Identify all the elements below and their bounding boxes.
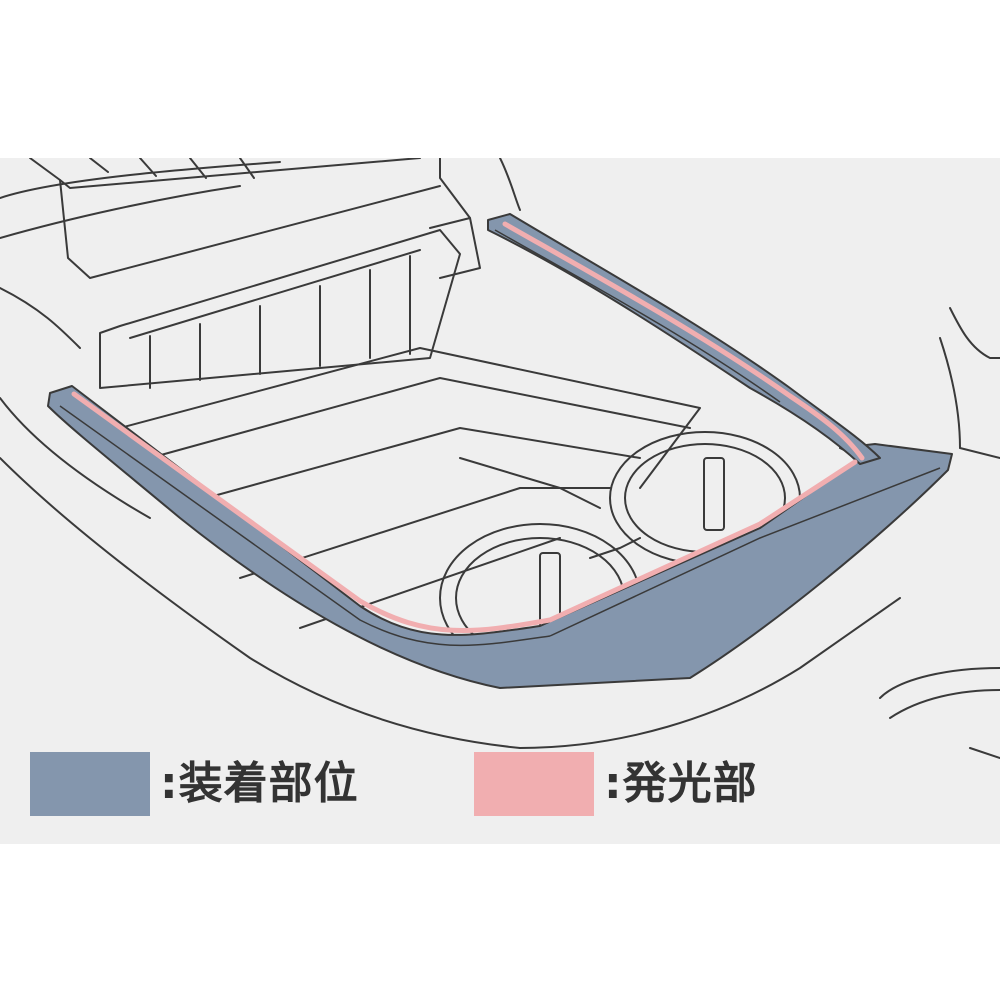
console-side <box>0 397 151 519</box>
shifter-outline <box>949 307 1000 359</box>
light-strip-rear <box>502 221 865 461</box>
legend-item-mount: :装着部位 <box>30 752 359 816</box>
legend-swatch-light <box>474 752 594 816</box>
legend-label-mount: :装着部位 <box>160 758 359 809</box>
switch-panel <box>99 229 461 389</box>
dashboard-outline <box>0 161 281 199</box>
legend-label-light: :発光部 <box>604 758 758 809</box>
light-strip <box>71 391 858 634</box>
figure-panel: :装着部位 :発光部 <box>0 158 1000 844</box>
legend-item-light: :発光部 <box>474 752 758 816</box>
legend-swatch-mount <box>30 752 150 816</box>
console-illustration <box>0 158 1000 759</box>
mount-area-trim <box>47 385 953 689</box>
lower-cutout <box>879 667 1000 699</box>
tray-floor <box>119 347 701 489</box>
